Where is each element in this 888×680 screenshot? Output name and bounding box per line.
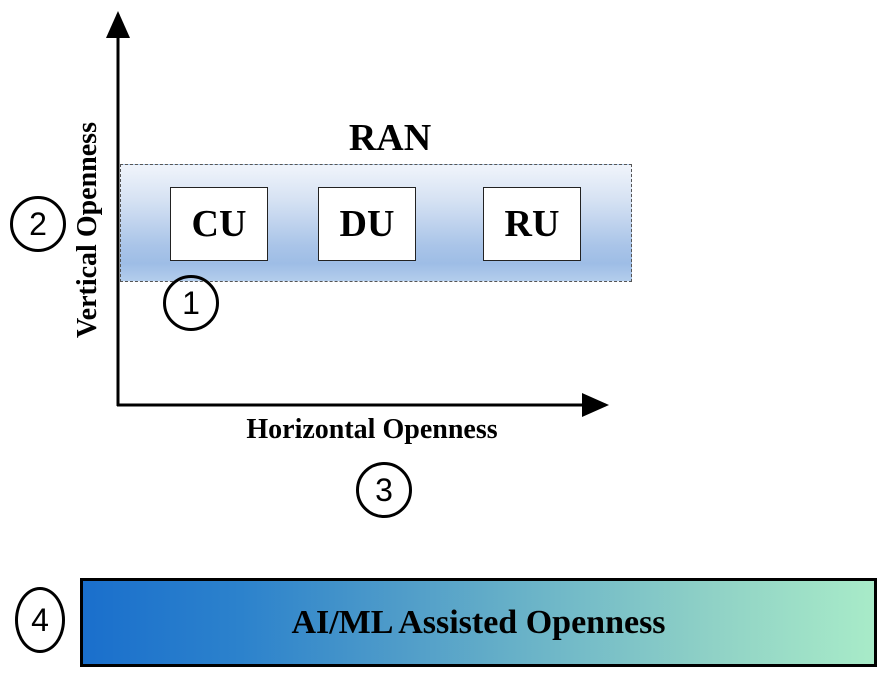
- cu-box: CU: [170, 187, 268, 261]
- du-box: DU: [318, 187, 416, 261]
- marker-3: 3: [356, 462, 412, 518]
- vertical-openness-label: Vertical Openness: [72, 122, 103, 338]
- ru-box: RU: [483, 187, 581, 261]
- marker-4: 4: [15, 587, 65, 653]
- marker-1: 1: [163, 275, 219, 331]
- ran-title: RAN: [348, 117, 432, 159]
- marker-2: 2: [10, 196, 66, 252]
- ai-ml-label: AI/ML Assisted Openness: [291, 603, 666, 641]
- ai-ml-assisted-openness-bar: AI/ML Assisted Openness: [80, 578, 877, 667]
- horizontal-openness-label: Horizontal Openness: [246, 414, 498, 445]
